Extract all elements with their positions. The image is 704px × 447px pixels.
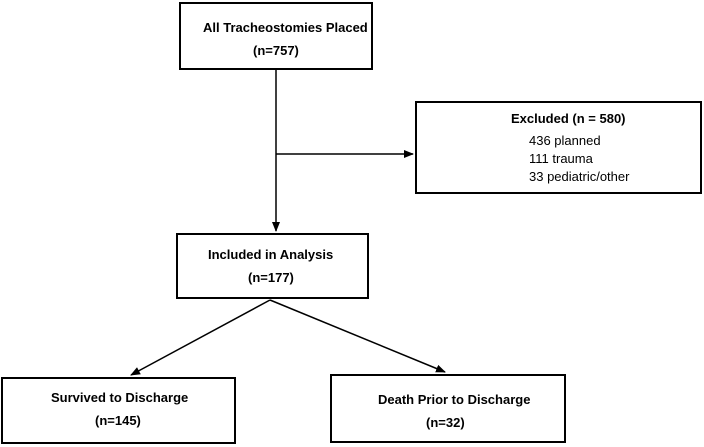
- all-tracheostomies-title: All Tracheostomies Placed: [203, 20, 368, 35]
- excluded-box: Excluded (n = 580) 436 planned 111 traum…: [415, 101, 702, 194]
- survived-box: Survived to Discharge (n=145): [1, 377, 236, 444]
- excluded-item-trauma: 111 trauma: [529, 151, 593, 166]
- included-analysis-count: (n=177): [248, 270, 294, 285]
- excluded-item-pediatric-other: 33 pediatric/other: [529, 169, 630, 184]
- included-analysis-box: Included in Analysis (n=177): [176, 233, 369, 299]
- all-tracheostomies-box: All Tracheostomies Placed (n=757): [179, 2, 373, 70]
- arrow-included-to-survived: [130, 299, 271, 376]
- death-count: (n=32): [426, 415, 465, 430]
- death-title: Death Prior to Discharge: [378, 392, 531, 407]
- survived-title: Survived to Discharge: [51, 390, 189, 405]
- all-tracheostomies-count: (n=757): [253, 43, 299, 58]
- arrow-included-to-death: [269, 299, 446, 373]
- excluded-item-planned: 436 planned: [529, 133, 601, 148]
- included-analysis-title: Included in Analysis: [208, 247, 334, 262]
- death-box: Death Prior to Discharge (n=32): [330, 374, 566, 443]
- survived-count: (n=145): [95, 413, 141, 428]
- excluded-title: Excluded (n = 580): [511, 111, 626, 126]
